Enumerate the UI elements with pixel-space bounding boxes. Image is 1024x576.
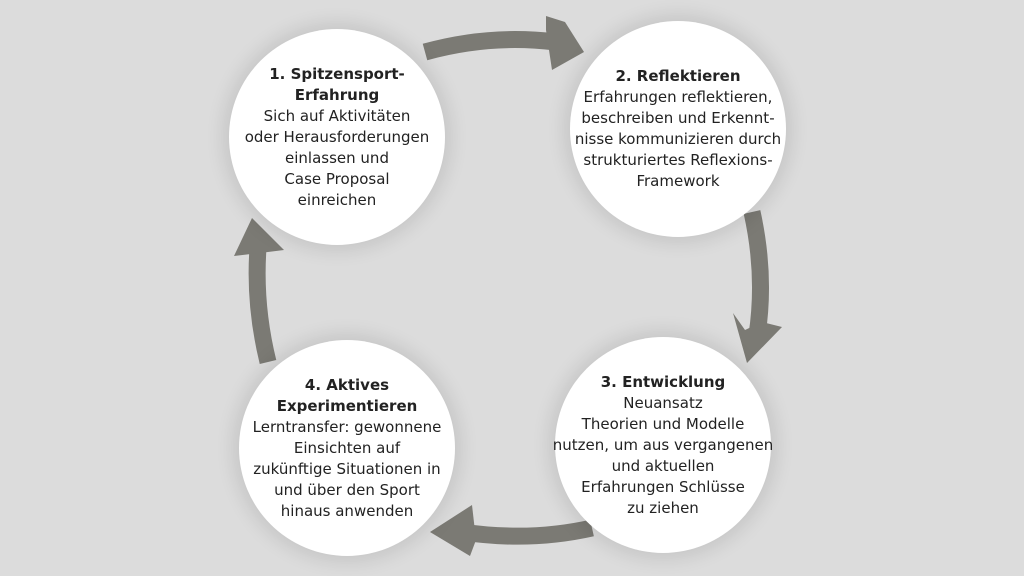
step-text: Sich auf Aktivitäten xyxy=(263,106,411,125)
arrow-1-to-2 xyxy=(422,31,557,61)
step-text: nisse kommunizieren durch xyxy=(574,130,782,148)
step-text: Neuansatz xyxy=(623,393,703,412)
arrow-4-to-1 xyxy=(248,247,277,365)
step-text: einreichen xyxy=(297,190,377,209)
step-text: zu ziehen xyxy=(627,498,699,517)
arrowhead-4 xyxy=(234,218,284,256)
step-title: 2. Reflektieren xyxy=(615,67,741,85)
step-text: oder Herausforderungen xyxy=(244,127,430,146)
arrowhead-3 xyxy=(430,505,476,556)
step-text: beschreiben und Erkennt- xyxy=(581,109,775,127)
step-text: Erfahrungen Schlüsse xyxy=(581,477,745,496)
step-1-circle: 1. Spitzensport- Erfahrung Sich auf Akti… xyxy=(229,29,445,245)
step-title: 1. Spitzensport- xyxy=(269,64,405,83)
step-title: 4. Aktives xyxy=(304,375,390,394)
step-3-circle: 3. Entwicklung Neuansatz Theorien und Mo… xyxy=(552,337,774,553)
arrowhead-1 xyxy=(546,16,584,70)
step-title: Experimentieren xyxy=(276,396,418,415)
step-text: Framework xyxy=(636,172,720,190)
step-text: Theorien und Modelle xyxy=(581,414,745,433)
step-text: einlassen und xyxy=(285,148,389,167)
step-4-circle: 4. Aktives Experimentieren Lerntransfer:… xyxy=(239,340,455,556)
arrowhead-2 xyxy=(733,313,782,363)
step-text: Lerntransfer: gewonnene xyxy=(252,417,442,436)
step-text: und aktuellen xyxy=(611,456,715,475)
arrow-3-to-4 xyxy=(460,519,594,545)
step-text: Case Proposal xyxy=(284,169,390,188)
step-text: zukünftige Situationen in xyxy=(253,459,441,478)
step-text: Erfahrungen reflektieren, xyxy=(583,88,773,106)
step-title: 3. Entwicklung xyxy=(600,372,726,391)
step-text: Einsichten auf xyxy=(293,438,401,457)
step-2-circle: 2. Reflektieren Erfahrungen reflektieren… xyxy=(570,21,786,237)
arrow-2-to-3 xyxy=(743,210,770,337)
step-text: und über den Sport xyxy=(274,480,420,499)
step-text: nutzen, um aus vergangenen xyxy=(552,435,774,454)
step-text: hinaus anwenden xyxy=(280,501,414,520)
step-title: Erfahrung xyxy=(294,85,380,104)
step-text: strukturiertes Reflexions- xyxy=(583,151,773,169)
